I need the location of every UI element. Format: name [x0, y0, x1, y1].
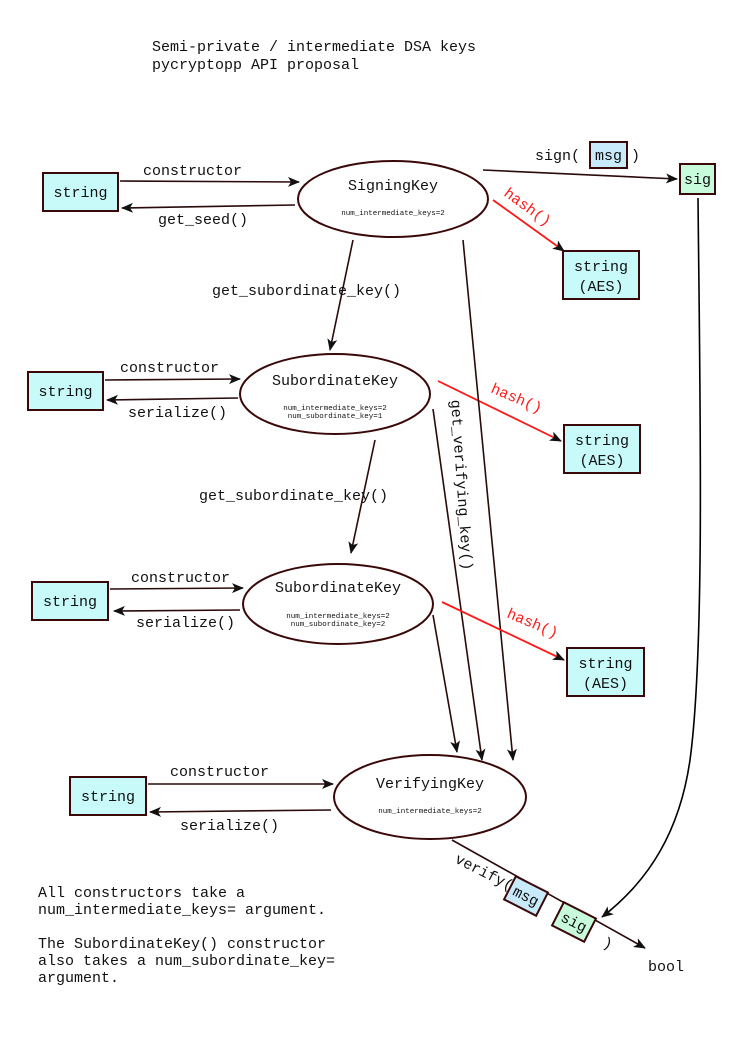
subordinate-key-2-name: SubordinateKey: [275, 580, 401, 597]
string-aes-box-2[interactable]: [563, 424, 641, 474]
constructor-edge: [109, 583, 244, 594]
string-aes-label-2a: string: [575, 433, 629, 450]
note-line-6: argument.: [38, 970, 119, 987]
signing-key-node[interactable]: [297, 160, 489, 238]
bool-label: bool: [648, 959, 684, 976]
get-subordinate-key-edge-1: [327, 239, 354, 351]
hash-label-2: hash(): [488, 381, 544, 418]
title-line-2: pycryptopp API proposal: [152, 57, 359, 74]
string-box[interactable]: [69, 776, 147, 816]
string-label: string: [53, 185, 107, 202]
string-aes-label-3a: string: [578, 656, 632, 673]
constructor-label: constructor: [143, 163, 242, 180]
title-line-1: Semi-private / intermediate DSA keys: [152, 39, 476, 56]
get-subordinate-key-label-1: get_subordinate_key(): [212, 283, 401, 300]
serialize-edge: [149, 806, 332, 817]
sign-msg-box[interactable]: [589, 141, 628, 169]
hash-edge-2: [437, 380, 562, 442]
note-line-2: num_intermediate_keys= argument.: [38, 902, 326, 919]
subordinate-key-2-node[interactable]: [242, 563, 434, 645]
string-box[interactable]: [27, 371, 104, 411]
get-verifying-key-edge-sub2: [432, 614, 461, 753]
sign-close-paren: ): [631, 148, 640, 165]
string-box[interactable]: [42, 172, 119, 212]
string-aes-label-1b: (AES): [578, 279, 623, 296]
sign-label-prefix: sign(: [535, 148, 580, 165]
subordinate-key-1-param-2: num_subordinate_key=1: [288, 413, 383, 421]
verify-close-paren: ): [600, 935, 614, 954]
verifying-key-node[interactable]: [333, 754, 527, 840]
serialize-edge: [106, 394, 239, 405]
verify-sig-group: sig: [550, 900, 598, 944]
subordinate-key-1-node[interactable]: [239, 353, 431, 435]
serialize-edge: [113, 605, 241, 616]
string-label: string: [43, 594, 97, 611]
string-aes-label-1a: string: [574, 259, 628, 276]
verifying-key-row: string constructor serialize() Verifying…: [69, 754, 684, 976]
sig-label: sig: [684, 172, 711, 189]
verifying-key-param: num_intermediate_keys=2: [378, 808, 482, 816]
note-line-4: The SubordinateKey() constructor: [38, 936, 326, 953]
sign-edge: [482, 169, 678, 184]
verify-msg-box[interactable]: [502, 874, 550, 918]
verify-sig-box[interactable]: [550, 900, 598, 944]
constructor-label: constructor: [131, 570, 230, 587]
subordinate-key-2-param-2: num_subordinate_key=2: [291, 621, 386, 629]
constructor-edge: [119, 176, 300, 187]
subordinate-key-2-row: string constructor serialize() Subordina…: [31, 563, 645, 697]
subordinate-key-1-param-1: num_intermediate_keys=2: [283, 405, 387, 413]
get-subordinate-key-label-2: get_subordinate_key(): [199, 488, 388, 505]
note-line-5: also takes a num_subordinate_key=: [38, 953, 335, 970]
string-label: string: [38, 384, 92, 401]
subordinate-key-2-param-1: num_intermediate_keys=2: [286, 613, 390, 621]
string-label: string: [81, 789, 135, 806]
hash-edge-1: [492, 199, 565, 252]
get-verifying-key-edge-signing: [462, 239, 517, 761]
note-line-1: All constructors take a: [38, 885, 245, 902]
signing-key-name: SigningKey: [348, 178, 438, 195]
constructor-label: constructor: [120, 360, 219, 377]
verifying-key-name: VerifyingKey: [376, 776, 484, 793]
get-verifying-key-label: get_verifying_key(): [446, 399, 475, 571]
constructor-label: constructor: [170, 764, 269, 781]
string-box[interactable]: [31, 581, 109, 621]
serialize-label: serialize(): [180, 818, 279, 835]
serialize-label: serialize(): [128, 405, 227, 422]
get-subordinate-key-edge-2: [348, 439, 376, 554]
verify-edge: [451, 839, 646, 949]
signing-key-row: string constructor get_seed() SigningKey…: [42, 141, 716, 300]
signing-key-param: num_intermediate_keys=2: [341, 210, 445, 218]
constructor-edge: [104, 374, 241, 385]
hash-label-3: hash(): [504, 606, 560, 643]
subordinate-key-1-row: string constructor serialize() Subordina…: [27, 353, 641, 474]
serialize-label: serialize(): [136, 615, 235, 632]
sig-to-verify-edge: [601, 197, 702, 918]
string-aes-label-3b: (AES): [583, 676, 628, 693]
get-seed-label: get_seed(): [158, 212, 248, 229]
hash-edge-3: [441, 601, 565, 661]
notes-block: All constructors take a num_intermediate…: [38, 885, 335, 987]
subordinate-key-1-name: SubordinateKey: [272, 373, 398, 390]
sign-msg-label: msg: [595, 148, 622, 165]
sig-box[interactable]: [679, 163, 716, 195]
string-aes-box-1[interactable]: [562, 250, 640, 300]
string-aes-box-3[interactable]: [566, 647, 645, 697]
string-aes-label-2b: (AES): [579, 453, 624, 470]
get-verifying-key-edge-sub1: [432, 408, 486, 761]
get-seed-edge: [121, 202, 296, 213]
